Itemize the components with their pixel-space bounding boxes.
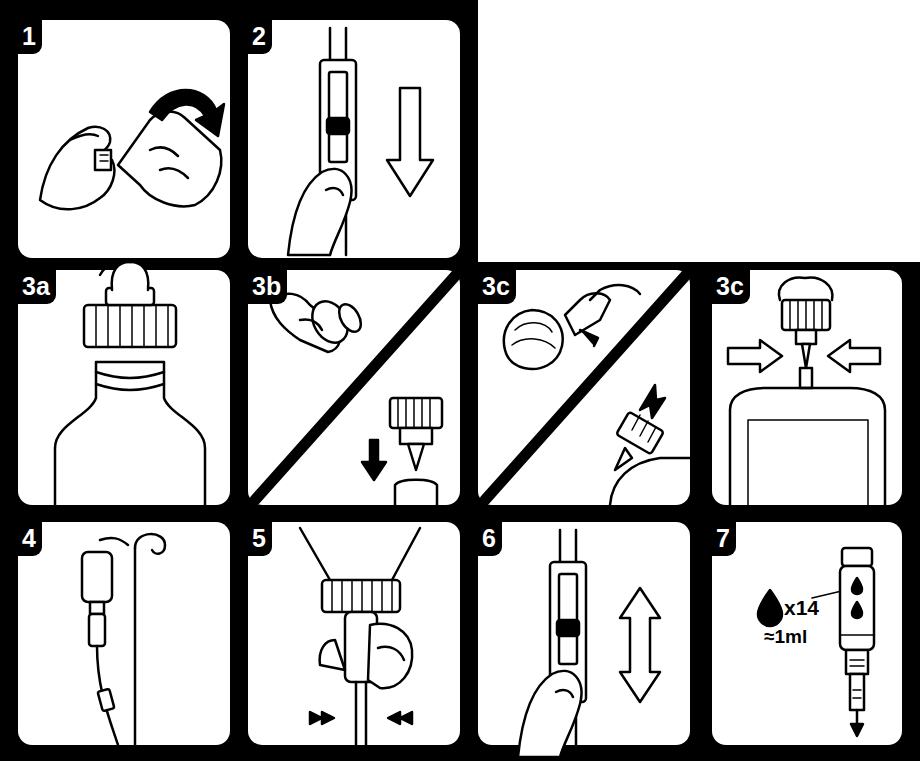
squeeze-chamber-illustration: [300, 528, 420, 745]
bottle-cap-illustration: [55, 261, 205, 505]
step-panel: 3c: [478, 270, 690, 505]
double-arrow: [620, 588, 660, 702]
step-panel: 3c: [712, 270, 902, 505]
step-number: 2: [248, 20, 272, 54]
step-panel: 2: [248, 20, 460, 258]
step-number: 3a: [18, 270, 56, 304]
note-text: x14: [784, 596, 819, 620]
down-arrow: [387, 88, 433, 196]
note-text: ≈1ml: [764, 626, 807, 648]
step-panel: 1: [18, 20, 230, 258]
step-number: 4: [18, 522, 42, 556]
step-panel: 3a: [18, 270, 230, 505]
step-panel: 6: [478, 522, 690, 745]
tear-package-illustration: [40, 90, 224, 209]
blank-area: [478, 0, 920, 262]
spike-bag-illustration: [728, 277, 885, 505]
spike-remove-illustration: [255, 275, 456, 505]
step-panel: 5: [248, 522, 460, 745]
step-number: 3c: [478, 270, 516, 304]
step-number: 5: [248, 522, 272, 556]
step-number: 6: [478, 522, 502, 556]
spike-insert-illustration: [485, 275, 690, 505]
step-number: 3c: [712, 270, 750, 304]
step-number: 1: [18, 20, 42, 54]
hanging-set-illustration: [82, 534, 165, 745]
step-panel: 4: [18, 522, 230, 745]
step-number: 3b: [248, 270, 287, 304]
step-number: 7: [712, 522, 736, 556]
step-panel: 7 x14 ≈1ml: [712, 522, 902, 745]
step-panel: 3b: [248, 270, 460, 505]
roller-clamp-illustration: [288, 28, 356, 255]
drip-count-illustration: [758, 548, 874, 736]
